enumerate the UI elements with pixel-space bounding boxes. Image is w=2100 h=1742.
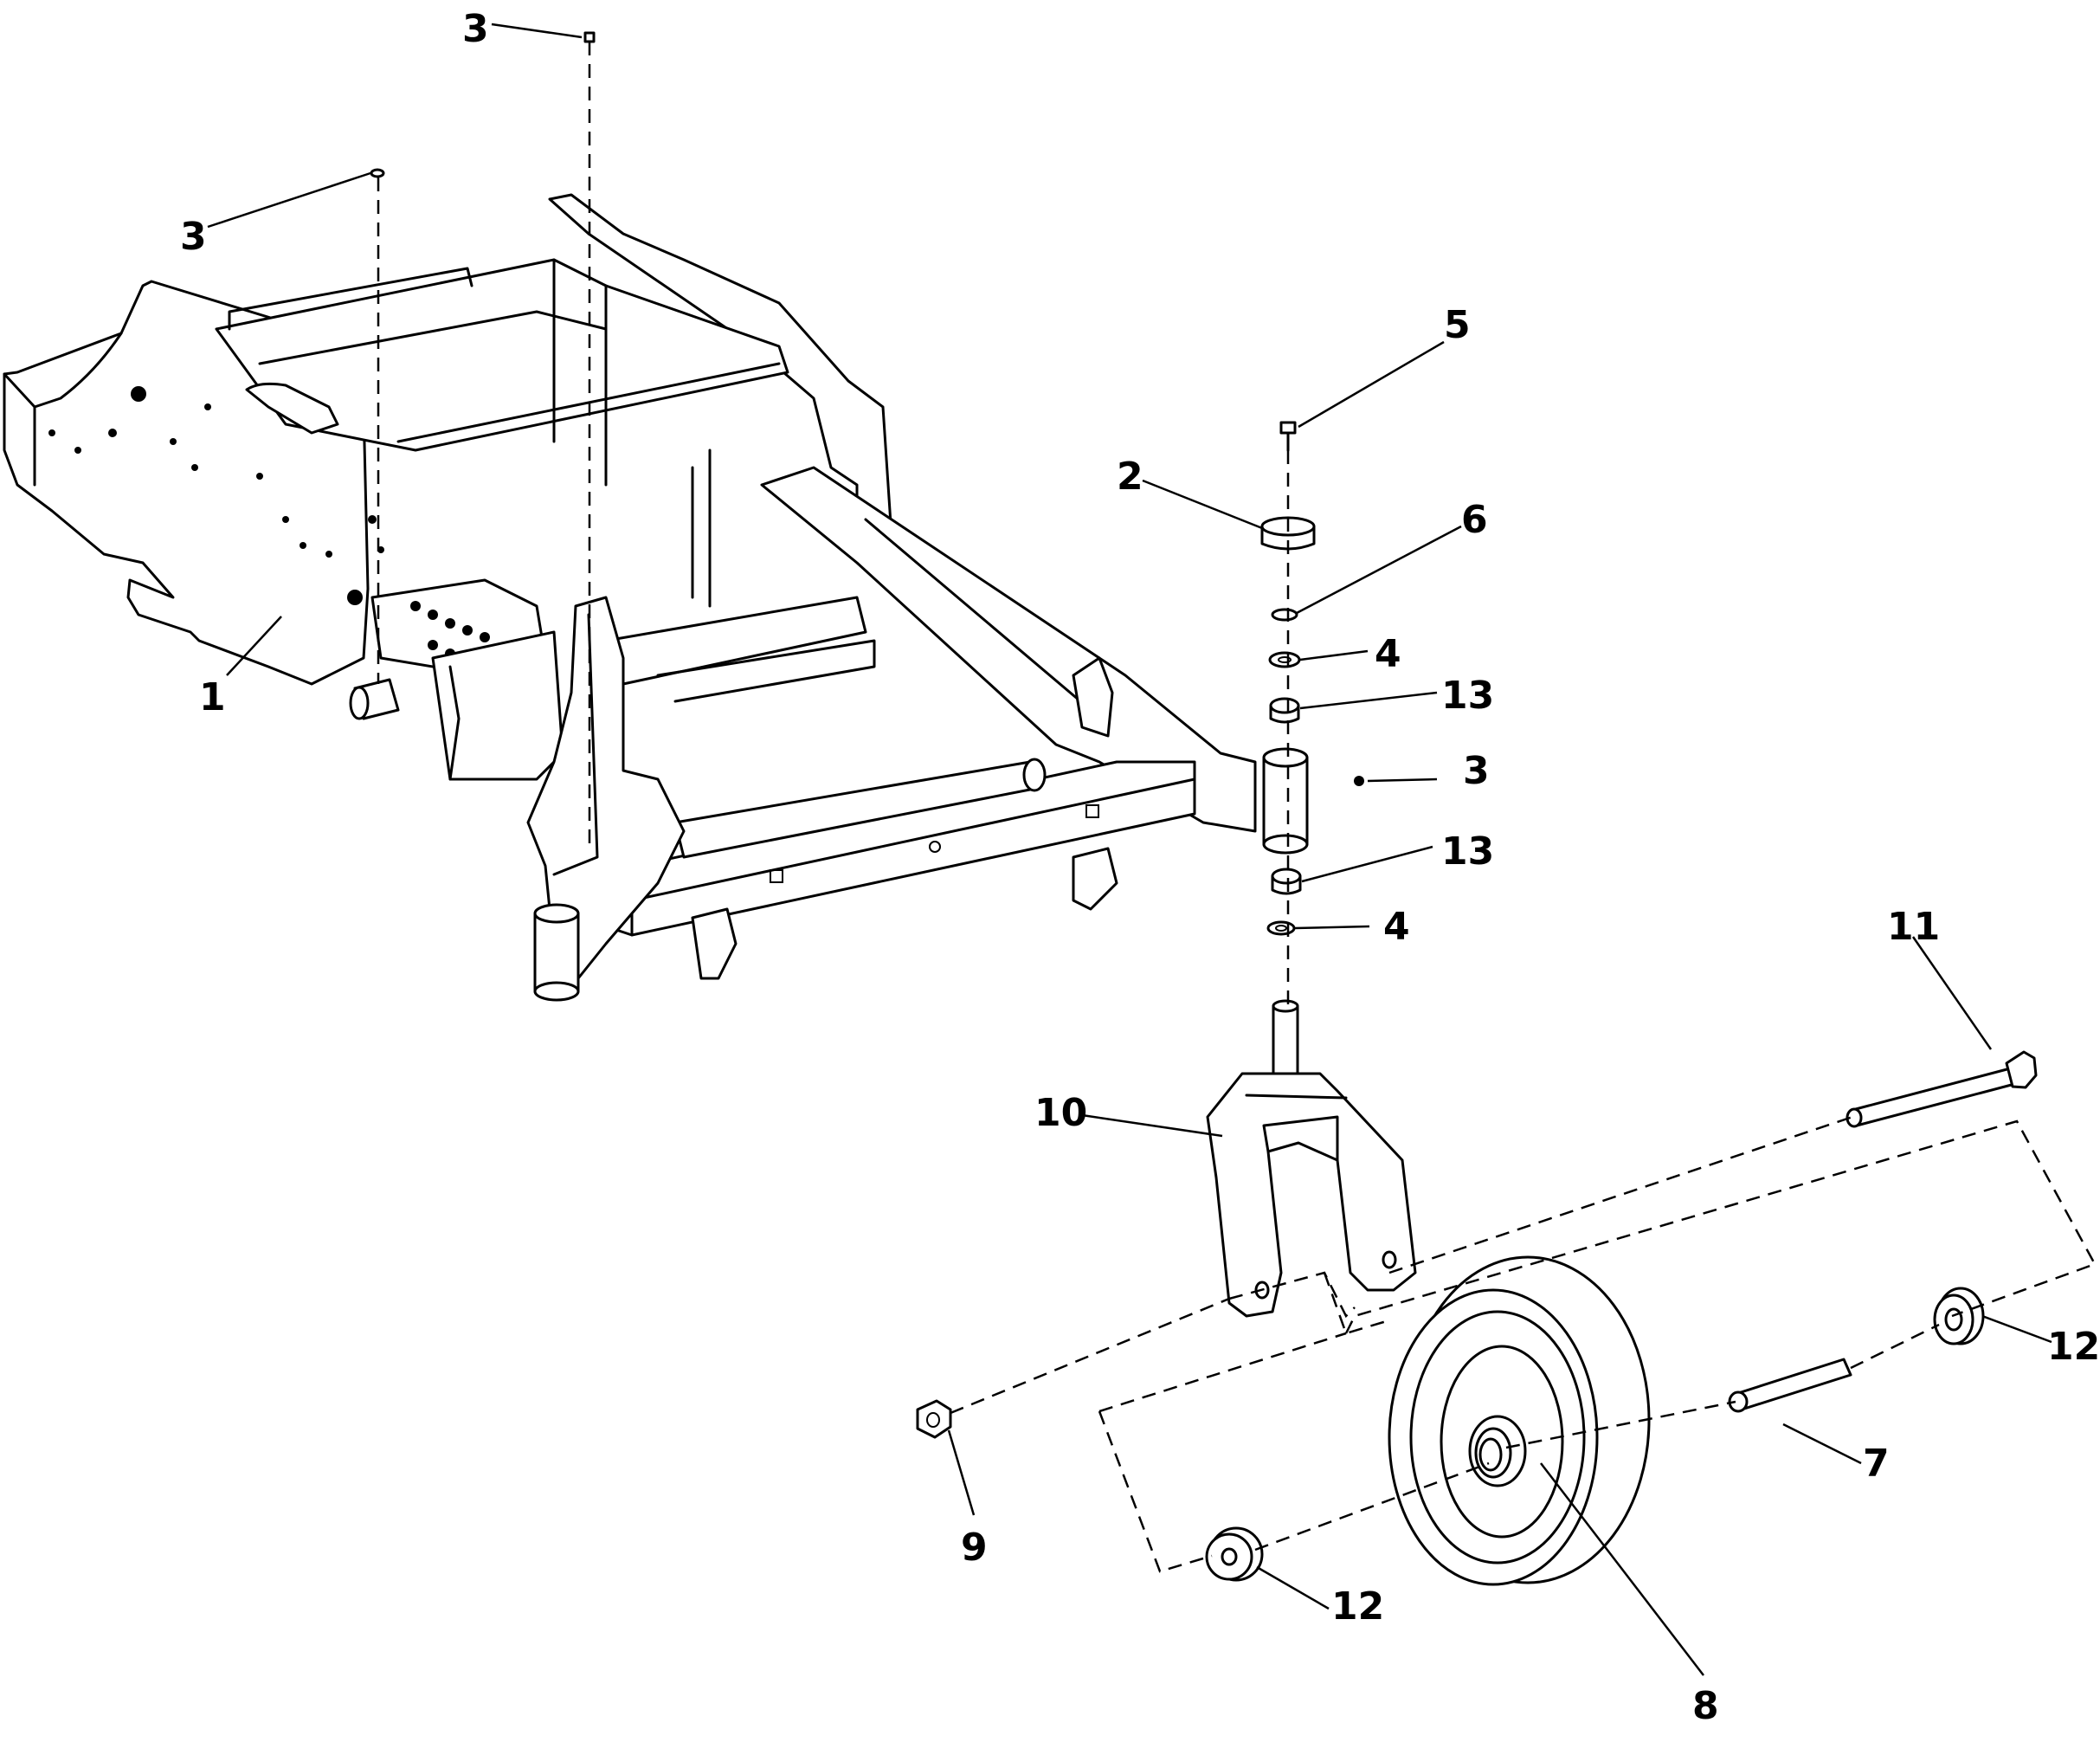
callout-3-left: 3 [180, 215, 207, 259]
callout-9: 10 [1034, 1091, 1087, 1135]
callout-3-top: 3 [462, 7, 489, 51]
clip-6 [1271, 608, 1298, 622]
callout-8: 8 [1692, 1684, 1719, 1728]
nut-10 [916, 1399, 952, 1439]
assembly-lines [377, 42, 2097, 1573]
cap-2 [1260, 516, 1316, 551]
ball-3 [1354, 776, 1364, 786]
axle-bolt-11 [1846, 1050, 2038, 1128]
bolt-5 [1279, 421, 1297, 452]
callout-3-right: 3 [1463, 749, 1490, 793]
leader-lines [207, 23, 2052, 1676]
callout-6: 6 [1461, 498, 1488, 542]
spacer-tube-7 [1728, 1358, 1852, 1413]
washer-4-lower [1266, 920, 1296, 936]
callout-13-lower: 13 [1441, 829, 1494, 874]
washer-4-upper [1268, 651, 1301, 668]
callout-2: 2 [1117, 455, 1143, 499]
caster-fork-9 [1206, 999, 1417, 1318]
callout-4-lower: 4 [1383, 905, 1410, 949]
callout-1: 1 [199, 675, 226, 719]
callout-13-upper: 13 [1441, 674, 1494, 718]
spindle-hardware [1260, 421, 1364, 936]
bearing-12-left [1205, 1526, 1264, 1582]
callout-12-left: 12 [1331, 1584, 1384, 1629]
main-frame [3, 193, 1309, 1002]
bushing-13-lower [1271, 868, 1302, 895]
bearing-12-right [1933, 1287, 1985, 1345]
wheel-8 [1388, 1255, 1651, 1586]
callout-11: 11 [1887, 905, 1940, 949]
bushing-13-upper [1269, 697, 1300, 724]
callout-12-right: 12 [2047, 1325, 2100, 1369]
callout-5: 5 [1444, 303, 1471, 347]
grease-fittings-3 [370, 31, 596, 178]
callout-4-upper: 4 [1375, 632, 1401, 676]
callout-10: 9 [961, 1526, 988, 1570]
callout-7: 7 [1863, 1442, 1890, 1486]
callout-labels: 3 3 1 5 2 6 4 13 3 13 4 11 10 12 7 9 12 … [180, 7, 2100, 1728]
